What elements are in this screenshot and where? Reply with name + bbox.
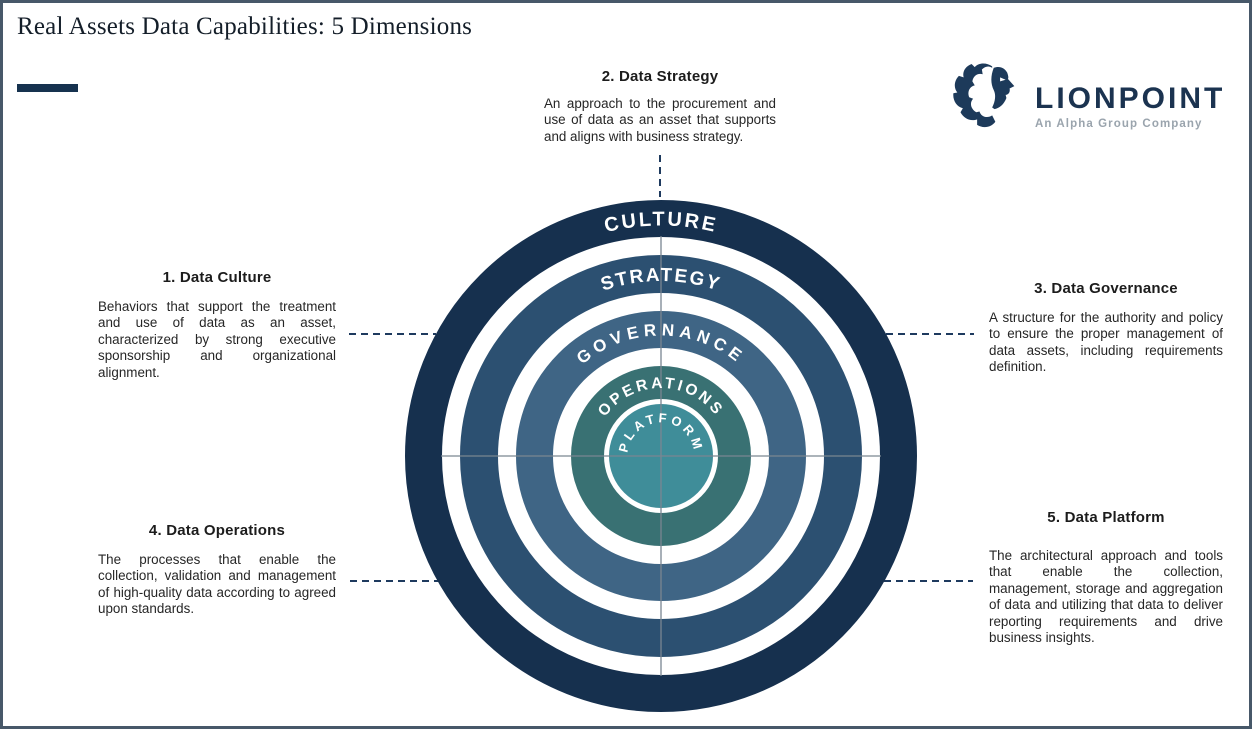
ring-culture [405, 200, 917, 712]
callout-heading-platform: 5. Data Platform [1047, 509, 1165, 526]
page-title: Real Assets Data Capabilities: 5 Dimensi… [17, 13, 473, 40]
logo-tagline: An Alpha Group Company [1035, 118, 1203, 130]
logo-text: LIONPOINT An Alpha Group Company [1035, 60, 1226, 131]
callout-heading-culture: 1. Data Culture [162, 269, 272, 286]
callout-body-operations: The processes that enable the collection… [98, 552, 336, 617]
callout-data-governance: 3. Data Governance A structure for the a… [989, 280, 1223, 376]
callout-data-strategy: 2. Data Strategy An approach to the proc… [544, 68, 776, 145]
callout-body-platform: The architectural approach and tools tha… [989, 548, 1223, 646]
callout-body-governance: A structure for the authority and policy… [989, 310, 1223, 375]
capability-rings-diagram: CULTURE STRATEGY GOVERNANCE OPERATIONS P… [349, 155, 974, 712]
logo-wordmark: LIONPOINT [1035, 82, 1226, 115]
callout-data-operations: 4. Data Operations The processes that en… [98, 522, 336, 618]
crosshair-lines [441, 236, 881, 676]
lionpoint-logo: LIONPOINT An Alpha Group Company [949, 60, 1225, 136]
connector-lines [349, 155, 974, 582]
callout-heading-operations: 4. Data Operations [148, 522, 286, 539]
callout-body-culture: Behaviors that support the treatment and… [98, 299, 336, 380]
callout-data-culture: 1. Data Culture Behaviors that support t… [98, 269, 336, 381]
lion-head-icon [953, 63, 1015, 128]
callout-heading-governance: 3. Data Governance [1034, 280, 1178, 297]
callout-body-strategy: An approach to the procurement and use o… [544, 96, 776, 144]
callout-heading-strategy: 2. Data Strategy [601, 68, 719, 85]
title-accent-bar [17, 84, 78, 92]
callout-data-platform: 5. Data Platform The architectural appro… [989, 509, 1223, 646]
